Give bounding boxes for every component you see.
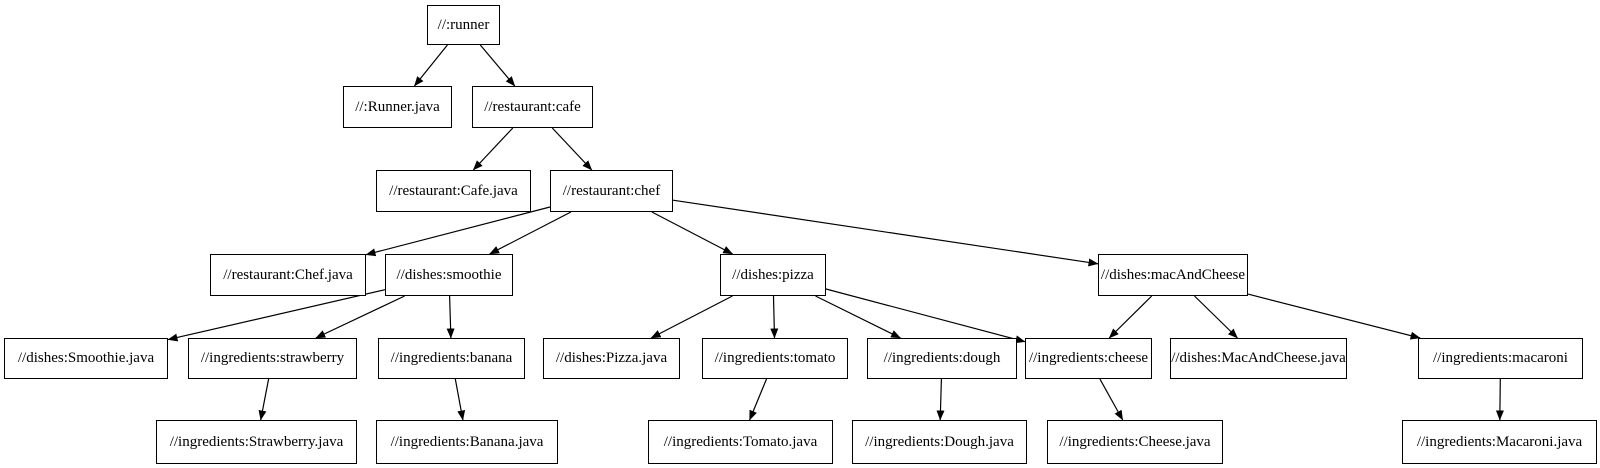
graph-node-macaroni: //ingredients:macaroni [1418, 338, 1583, 379]
graph-node-strawberryJava: //ingredients:Strawberry.java [156, 420, 357, 464]
graph-node-doughJava: //ingredients:Dough.java [852, 420, 1027, 464]
graph-node-macAndCheeseJava: //dishes:MacAndCheese.java [1170, 338, 1347, 379]
graph-node-bananaJava: //ingredients:Banana.java [376, 420, 558, 464]
graph-edge-dough-to-doughJava [936, 378, 945, 421]
graph-node-pizzaJava: //dishes:Pizza.java [543, 338, 680, 379]
graph-edge-macAndCheese-to-macAndCheeseJava [1194, 295, 1238, 339]
graph-node-cheese: //ingredients:cheese [1025, 338, 1152, 379]
graph-edge-cafe-to-chef [551, 127, 593, 171]
graph-edge-macAndCheese-to-macaroni [1247, 293, 1421, 340]
graph-edge-chef-to-chefJava [365, 206, 551, 257]
graph-node-runnerJava: //:Runner.java [343, 86, 452, 128]
graph-node-dough: //ingredients:dough [867, 338, 1017, 379]
graph-node-chef: //restaurant:chef [550, 170, 673, 212]
graph-edge-runner-to-cafe [479, 44, 516, 87]
graph-node-chefJava: //restaurant:Chef.java [210, 254, 366, 296]
graph-edge-smoothie-to-banana [446, 295, 455, 339]
graph-node-tomato: //ingredients:tomato [702, 338, 848, 379]
graph-edge-pizza-to-tomato [770, 295, 779, 339]
graph-node-runner: //:runner [427, 5, 500, 45]
graph-node-strawberry: //ingredients:strawberry [188, 338, 357, 379]
graph-node-cafeJava: //restaurant:Cafe.java [376, 170, 531, 212]
graph-edge-cheese-to-cheeseJava [1099, 378, 1124, 421]
graph-edge-macaroni-to-macaroniJava [1495, 378, 1504, 421]
graph-edge-runner-to-runnerJava [413, 44, 448, 87]
graph-node-tomatoJava: //ingredients:Tomato.java [648, 420, 833, 464]
graph-edge-tomato-to-tomatoJava [749, 378, 768, 421]
graph-edge-pizza-to-dough [815, 295, 901, 339]
graph-node-macaroniJava: //ingredients:Macaroni.java [1402, 420, 1597, 464]
graph-edge-banana-to-bananaJava [454, 378, 466, 421]
graph-edge-macAndCheese-to-cheese [1108, 295, 1153, 339]
graph-node-pizza: //dishes:pizza [720, 254, 826, 296]
graph-edge-chef-to-smoothie [489, 211, 572, 255]
graph-node-macAndCheese: //dishes:macAndCheese [1098, 254, 1248, 296]
graph-node-smoothieJava: //dishes:Smoothie.java [4, 338, 168, 379]
graph-node-banana: //ingredients:banana [378, 338, 525, 379]
graph-edge-strawberry-to-strawberryJava [258, 378, 270, 421]
graph-node-cafe: //restaurant:cafe [472, 86, 593, 128]
graph-edge-pizza-to-cheese [825, 288, 1026, 344]
graph-edge-chef-to-pizza [651, 211, 734, 255]
graph-edge-cafe-to-cafeJava [472, 127, 514, 171]
graph-node-cheeseJava: //ingredients:Cheese.java [1047, 420, 1223, 464]
graph-node-smoothie: //dishes:smoothie [385, 254, 513, 296]
graph-edge-pizza-to-pizzaJava [650, 295, 733, 339]
graph-edge-smoothie-to-smoothieJava [167, 289, 386, 342]
graph-edge-smoothie-to-strawberry [315, 295, 405, 339]
